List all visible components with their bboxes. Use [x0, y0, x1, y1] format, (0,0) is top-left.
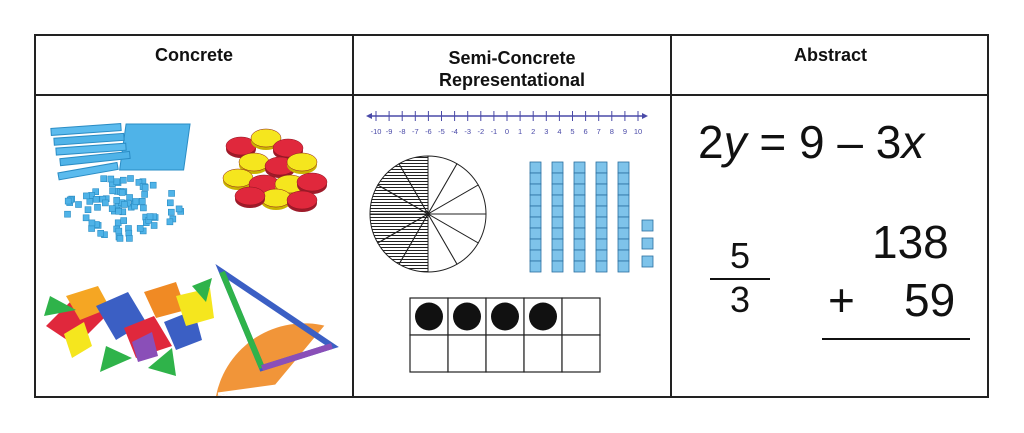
number-line-tick-label: 10 [634, 127, 642, 136]
column-divider [352, 36, 354, 396]
number-line-tick-label: -3 [464, 127, 471, 136]
pattern-blocks-image [44, 278, 214, 376]
number-line-tick-label: 6 [584, 127, 588, 136]
equation: 2y = 9 – 3x [698, 116, 925, 168]
number-line-tick-label: -8 [399, 127, 406, 136]
number-line-tick-label: 7 [597, 127, 601, 136]
addend-top: 138 [872, 216, 949, 268]
header-semi-concrete: Semi-Concrete Representational [354, 36, 670, 94]
concrete-cell [36, 96, 352, 396]
number-line-tick-label: 0 [505, 127, 509, 136]
abstract-cell: 2y = 9 – 3x 5 3 138 + 59 [672, 96, 989, 396]
addend-bottom: 59 [904, 274, 956, 326]
number-line-tick-label: 8 [610, 127, 614, 136]
number-line-tick-label: 1 [518, 127, 522, 136]
protractor-triangle-image [215, 263, 339, 396]
number-line-tick-label: -2 [477, 127, 484, 136]
column-divider [670, 36, 672, 396]
fraction-circle [369, 155, 487, 273]
base-ten-blocks-image [50, 123, 191, 242]
number-line-tick-label: 5 [570, 127, 574, 136]
fraction-bar [710, 278, 770, 280]
header-divider [36, 94, 987, 96]
number-line-tick-label: -6 [425, 127, 432, 136]
cra-table: Concrete Semi-Concrete Representational … [34, 34, 989, 398]
number-line-tick-label: -9 [386, 127, 393, 136]
two-color-counters-image [222, 128, 328, 212]
number-line-tick-label: 3 [544, 127, 548, 136]
header-semi-line2: Representational [438, 70, 586, 90]
base-ten-drawing [529, 161, 654, 273]
number-line-tick-label: 2 [531, 127, 535, 136]
header-semi-line1: Semi-Concrete [448, 48, 576, 68]
fraction: 5 3 [710, 235, 770, 320]
fraction-denominator: 3 [729, 279, 751, 320]
ten-frame [409, 297, 601, 373]
number-line-tick-label: 9 [623, 127, 627, 136]
number-line-tick-label: -7 [412, 127, 419, 136]
header-abstract-label: Abstract [793, 45, 868, 65]
header-concrete-label: Concrete [154, 45, 234, 65]
sum-line [822, 338, 970, 340]
number-line-tick-label: 4 [557, 127, 561, 136]
header-abstract: Abstract [672, 36, 989, 94]
fraction-numerator: 5 [729, 235, 751, 276]
number-line-tick-label: -5 [438, 127, 445, 136]
number-line-tick-label: -10 [371, 127, 382, 136]
number-line-tick-label: -1 [491, 127, 498, 136]
plus-sign: + [828, 274, 855, 326]
number-line-tick-label: -4 [451, 127, 458, 136]
header-concrete: Concrete [36, 36, 352, 94]
manipulatives-illustration [44, 123, 339, 396]
